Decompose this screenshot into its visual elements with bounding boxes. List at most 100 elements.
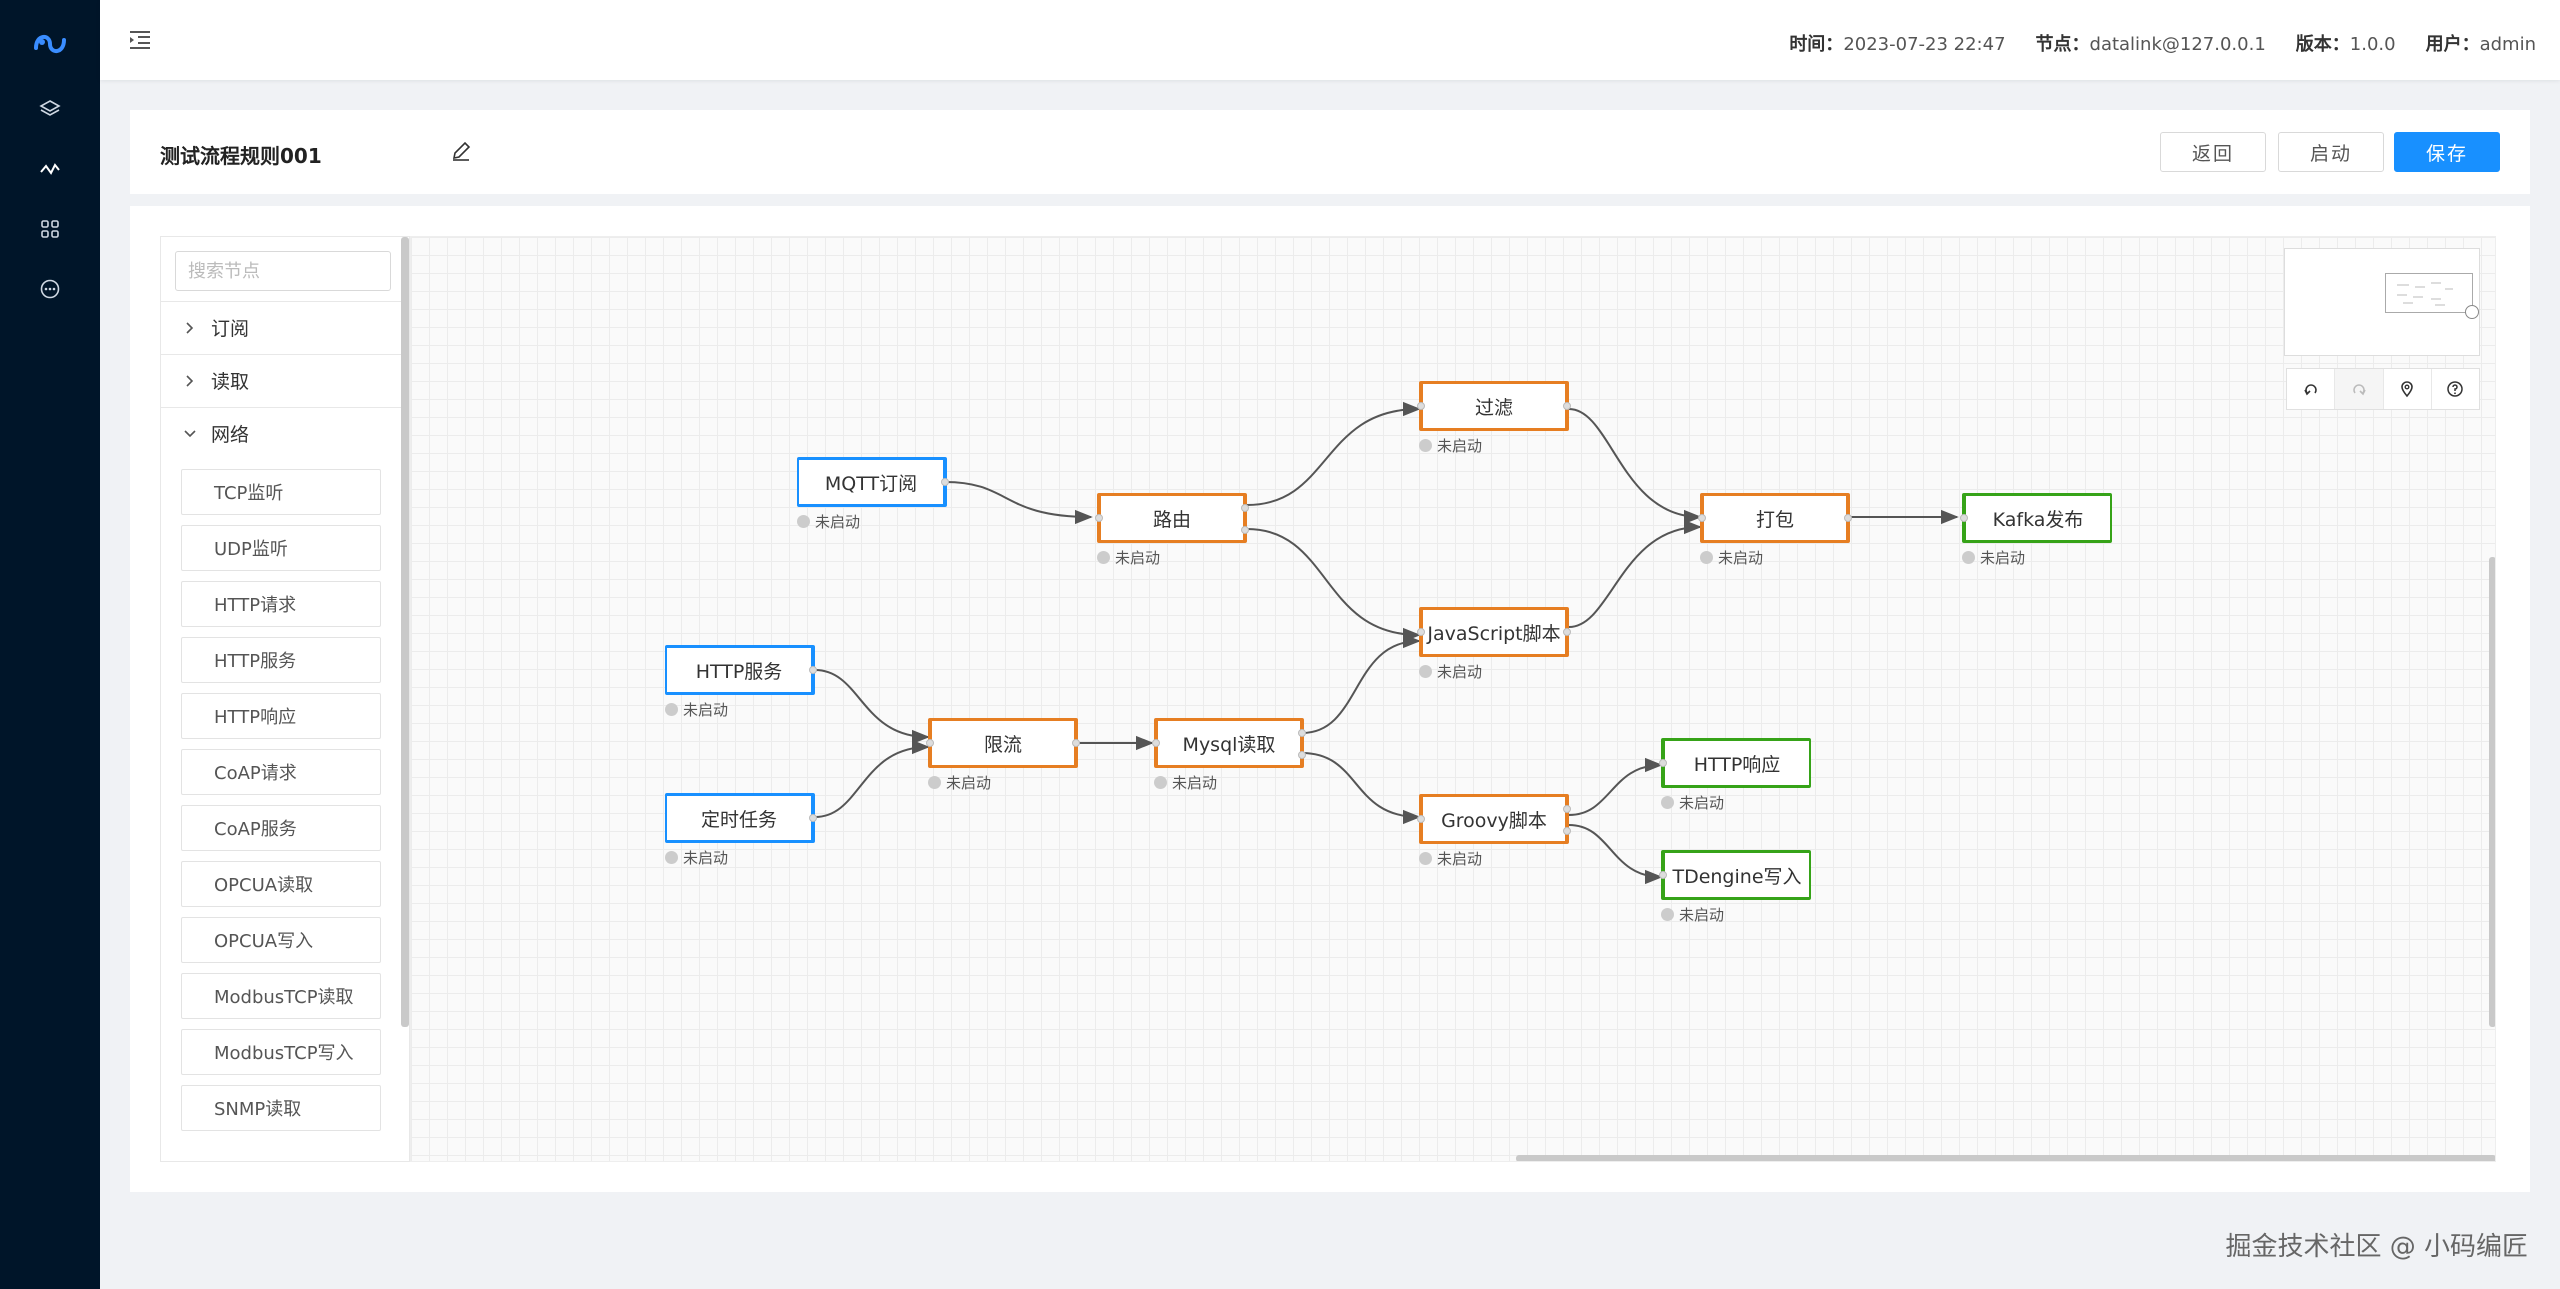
palette-item[interactable]: UDP监听: [181, 525, 381, 571]
flow-node-javascript[interactable]: JavaScript脚本: [1417, 607, 1571, 657]
flow-node-tdengine[interactable]: TDengine写入: [1659, 850, 1811, 900]
palette-item[interactable]: OPCUA写入: [181, 917, 381, 963]
edge-mysql-groovy: [1301, 752, 1421, 825]
minimap[interactable]: [2284, 248, 2480, 356]
node-search-input[interactable]: [175, 251, 391, 291]
undo-button[interactable]: [2287, 369, 2336, 409]
output-port[interactable]: [1241, 526, 1249, 534]
logo-icon[interactable]: [28, 22, 72, 66]
palette-item[interactable]: ModbusTCP读取: [181, 973, 381, 1019]
node-status: 未启动: [1962, 547, 2025, 568]
help-button[interactable]: [2432, 369, 2479, 409]
palette-group-label: 订阅: [211, 318, 250, 340]
flow-node-http-service[interactable]: HTTP服务: [665, 645, 817, 695]
minimap-viewport[interactable]: [2385, 273, 2473, 313]
output-port[interactable]: [1563, 805, 1571, 813]
flow-edges: [814, 401, 1959, 885]
edge-mqtt-router: [944, 481, 1093, 525]
node-status: 未启动: [1154, 772, 1217, 793]
flow-icon[interactable]: [36, 155, 64, 183]
palette-item[interactable]: HTTP服务: [181, 637, 381, 683]
flow-node-pack[interactable]: 打包: [1698, 493, 1852, 543]
output-port[interactable]: [1072, 739, 1080, 747]
input-port[interactable]: [926, 739, 934, 747]
output-port[interactable]: [1298, 729, 1306, 737]
location-pin-icon: [2401, 381, 2413, 398]
status-text: 未启动: [1437, 437, 1483, 455]
palette-item[interactable]: HTTP请求: [181, 581, 381, 627]
palette-item[interactable]: CoAP请求: [181, 749, 381, 795]
flow-node-kafka[interactable]: Kafka发布: [1960, 493, 2112, 543]
palette-group-read[interactable]: 读取: [161, 354, 401, 406]
input-port[interactable]: [1659, 871, 1667, 879]
status-text: 未启动: [815, 513, 861, 531]
header-node: 节点：datalink@127.0.0.1: [2035, 34, 2266, 55]
status-text: 未启动: [946, 774, 992, 792]
flow-node-mqtt[interactable]: MQTT订阅: [797, 457, 949, 507]
palette-item[interactable]: ModbusTCP写入: [181, 1029, 381, 1075]
output-port[interactable]: [809, 814, 817, 822]
status-dot: [1661, 908, 1674, 921]
output-port[interactable]: [1844, 514, 1852, 522]
node-label: MQTT订阅: [824, 472, 918, 495]
palette-item[interactable]: OPCUA读取: [181, 861, 381, 907]
input-port[interactable]: [1960, 514, 1968, 522]
palette-group-network[interactable]: 网络: [161, 407, 401, 459]
edit-icon[interactable]: [450, 140, 472, 162]
edge-router-js: [1246, 528, 1421, 643]
redo-button[interactable]: [2335, 369, 2384, 409]
minimap-resize-handle[interactable]: [2465, 305, 2479, 319]
output-port[interactable]: [1298, 751, 1306, 759]
palette-scrollbar[interactable]: [401, 237, 409, 1027]
flow-node-filter[interactable]: 过滤: [1417, 381, 1571, 431]
flow-node-groovy[interactable]: Groovy脚本: [1417, 794, 1571, 844]
menu-toggle-icon[interactable]: [126, 26, 154, 54]
back-button[interactable]: 返回: [2160, 132, 2266, 172]
palette-item[interactable]: SNMP读取: [181, 1085, 381, 1131]
output-port[interactable]: [941, 478, 949, 486]
input-port[interactable]: [1095, 514, 1103, 522]
status-dot: [1419, 852, 1432, 865]
palette-group-label: 读取: [211, 371, 250, 393]
palette-group-label: 网络: [211, 424, 250, 446]
node-status: 未启动: [1661, 904, 1724, 925]
start-button[interactable]: 启动: [2278, 132, 2384, 172]
input-port[interactable]: [1417, 628, 1425, 636]
output-port[interactable]: [1241, 504, 1249, 512]
input-port[interactable]: [1659, 759, 1667, 767]
palette-item[interactable]: TCP监听: [181, 469, 381, 515]
flow-node-timer[interactable]: 定时任务: [665, 793, 817, 843]
palette-item[interactable]: CoAP服务: [181, 805, 381, 851]
status-dot: [1700, 551, 1713, 564]
status-text: 未启动: [1437, 663, 1483, 681]
layers-icon[interactable]: [36, 95, 64, 123]
locate-button[interactable]: [2384, 369, 2432, 409]
save-button[interactable]: 保存: [2394, 132, 2500, 172]
flow-node-http-response[interactable]: HTTP响应: [1659, 738, 1811, 788]
output-port[interactable]: [1563, 628, 1571, 636]
edge-filter-pack: [1568, 408, 1702, 525]
output-port[interactable]: [1563, 827, 1571, 835]
status-text: 未启动: [1172, 774, 1218, 792]
chevron-right-icon: [186, 321, 194, 334]
input-port[interactable]: [1417, 402, 1425, 410]
node-label: Kafka发布: [1992, 508, 2084, 531]
status-dot: [1097, 551, 1110, 564]
canvas-vertical-scrollbar[interactable]: [2489, 557, 2495, 1027]
apps-icon[interactable]: [36, 215, 64, 243]
side-rail: [0, 0, 100, 1289]
palette-item[interactable]: HTTP响应: [181, 693, 381, 739]
node-label: 路由: [1152, 508, 1191, 531]
output-port[interactable]: [1563, 402, 1571, 410]
flow-node-router[interactable]: 路由: [1095, 493, 1249, 543]
more-icon[interactable]: [36, 275, 64, 303]
output-port[interactable]: [809, 666, 817, 674]
input-port[interactable]: [1152, 739, 1160, 747]
canvas-horizontal-scrollbar[interactable]: [1516, 1155, 2495, 1161]
flow-node-rate-limit[interactable]: 限流: [926, 718, 1080, 768]
flow-canvas[interactable]: MQTT订阅 未启动 路由 未启动 过滤 未启动 JavaScript脚本 未启…: [410, 236, 2496, 1162]
input-port[interactable]: [1698, 514, 1706, 522]
palette-group-subscribe[interactable]: 订阅: [161, 301, 401, 353]
input-port[interactable]: [1417, 815, 1425, 823]
flow-node-mysql[interactable]: Mysql读取: [1152, 718, 1306, 768]
